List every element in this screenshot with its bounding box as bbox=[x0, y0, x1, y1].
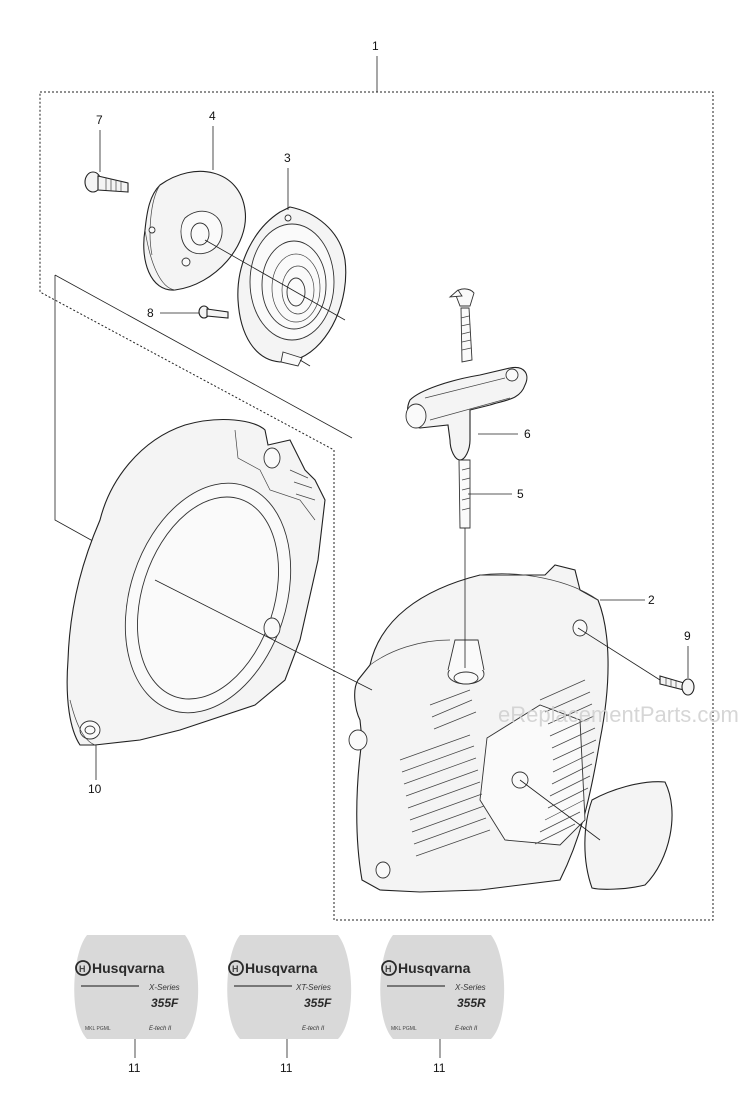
fan-cover-part-10[interactable] bbox=[66, 419, 326, 746]
decal-model: 355F bbox=[304, 996, 332, 1010]
callout-8: 8 bbox=[147, 306, 154, 320]
decal-series: X-Series bbox=[454, 983, 486, 992]
decal-model: 355F bbox=[151, 996, 179, 1010]
assembly-boundary bbox=[39, 91, 714, 921]
svg-text:H: H bbox=[79, 964, 86, 974]
decal-stripe bbox=[81, 985, 139, 987]
callout-11c: 11 bbox=[433, 1061, 446, 1075]
rope-part-5[interactable] bbox=[448, 288, 475, 529]
callout-10: 10 bbox=[88, 782, 102, 796]
decal-series: X-Series bbox=[148, 983, 180, 992]
callout-11b: 11 bbox=[280, 1061, 293, 1075]
decal-small-text: MKL PGML bbox=[85, 1026, 111, 1032]
center-line-decal bbox=[519, 779, 601, 841]
callout-11a: 11 bbox=[128, 1061, 141, 1075]
decal-series: XT-Series bbox=[295, 983, 331, 992]
screw-part-9[interactable] bbox=[659, 675, 695, 696]
decal-etech: E-tech II bbox=[149, 1026, 172, 1032]
callout-4: 4 bbox=[209, 109, 216, 123]
callout-1: 1 bbox=[372, 39, 379, 53]
pulley-plate-part-4[interactable] bbox=[143, 170, 246, 291]
svg-text:H: H bbox=[385, 964, 392, 974]
husqvarna-logo-icon: H bbox=[381, 960, 397, 976]
callout-6: 6 bbox=[524, 427, 531, 441]
decal-model: 355R bbox=[457, 996, 486, 1010]
callout-9: 9 bbox=[684, 629, 691, 643]
decal-etech: E-tech II bbox=[302, 1026, 325, 1032]
screw-part-8[interactable] bbox=[198, 305, 229, 319]
callout-5: 5 bbox=[517, 487, 524, 501]
decal-brand: Husqvarna bbox=[398, 960, 471, 976]
center-line-fan bbox=[154, 579, 373, 691]
decal-stripe bbox=[234, 985, 292, 987]
watermark: eReplacementParts.com bbox=[498, 702, 739, 727]
decal-etech: E-tech II bbox=[455, 1026, 478, 1032]
husqvarna-logo-icon: H bbox=[75, 960, 91, 976]
screw-part-7[interactable] bbox=[84, 171, 129, 193]
husqvarna-logo-icon: H bbox=[228, 960, 244, 976]
decal-brand: Husqvarna bbox=[92, 960, 165, 976]
decal-11a[interactable]: H Husqvarna X-Series 355F MKL PGML E-tec… bbox=[74, 935, 199, 1039]
center-line-screw9 bbox=[577, 627, 661, 681]
projection-frame bbox=[54, 274, 353, 546]
starter-housing-part-2[interactable] bbox=[348, 564, 609, 893]
decal-blank[interactable] bbox=[584, 781, 673, 890]
decal-11c[interactable]: H Husqvarna X-Series 355R MKL PGML E-tec… bbox=[380, 935, 505, 1039]
decal-11b[interactable]: H Husqvarna XT-Series 355F E-tech II bbox=[227, 935, 352, 1039]
handle-part-6[interactable] bbox=[405, 366, 528, 461]
svg-text:H: H bbox=[232, 964, 239, 974]
spring-housing-part-3[interactable] bbox=[237, 206, 347, 367]
decal-brand: Husqvarna bbox=[245, 960, 318, 976]
callout-7: 7 bbox=[96, 113, 103, 127]
decal-small-text: MKL PGML bbox=[391, 1026, 417, 1032]
callout-2: 2 bbox=[648, 593, 655, 607]
callout-3: 3 bbox=[284, 151, 291, 165]
center-line-spring bbox=[299, 359, 311, 367]
decal-stripe bbox=[387, 985, 445, 987]
center-line-upper bbox=[204, 239, 346, 321]
